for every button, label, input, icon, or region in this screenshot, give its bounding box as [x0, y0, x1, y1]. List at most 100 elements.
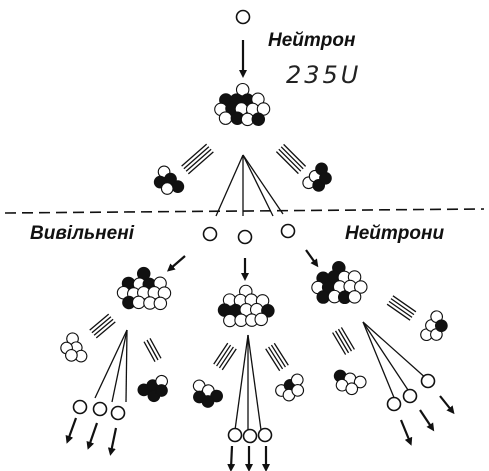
motion-line — [183, 146, 210, 170]
arrow — [166, 255, 186, 272]
fan-line — [247, 334, 262, 431]
neutron-particle — [131, 295, 146, 310]
neutron — [280, 223, 296, 239]
motion-line — [218, 346, 234, 369]
motion-line — [332, 332, 347, 355]
motion-line — [390, 298, 415, 316]
motion-line — [216, 344, 232, 367]
motion-line — [95, 321, 116, 339]
proton — [319, 171, 332, 185]
neutron-particle — [291, 384, 305, 397]
neutron — [110, 405, 126, 421]
neutron — [202, 226, 218, 242]
fan-line — [362, 321, 429, 381]
neutron-particle — [218, 111, 233, 125]
arrow — [107, 427, 118, 456]
motion-line — [143, 341, 156, 362]
motion-line — [93, 318, 114, 336]
motion-line — [185, 148, 212, 172]
fragment — [192, 379, 223, 408]
neutrons-label: Нейтрони — [345, 223, 445, 244]
motion-line — [181, 143, 208, 167]
motion-line — [213, 342, 229, 365]
motion-line — [270, 344, 286, 368]
fan-line — [362, 321, 396, 401]
neutron — [92, 401, 108, 417]
fragment — [420, 310, 448, 342]
motion-line — [283, 143, 307, 167]
proton — [201, 395, 215, 408]
motion-line — [265, 348, 281, 372]
fan-line — [242, 154, 284, 215]
proton — [171, 180, 185, 193]
motion-line — [280, 146, 304, 170]
motion-line — [91, 316, 112, 334]
motion-line — [146, 339, 159, 361]
fan-line — [94, 329, 128, 399]
neutron-particle — [353, 375, 367, 389]
fragment — [60, 332, 88, 363]
arrow — [305, 249, 319, 268]
neutron — [227, 427, 243, 443]
neutron — [72, 399, 88, 415]
motion-line — [386, 303, 411, 321]
motion-line — [334, 330, 350, 354]
motion-line — [337, 328, 353, 352]
arrow — [227, 445, 236, 471]
fragment — [302, 162, 332, 192]
motion-line — [273, 342, 289, 366]
arrow — [419, 409, 435, 432]
released-label: Вивільнені — [30, 223, 134, 244]
fan-line — [125, 329, 128, 403]
neutron — [235, 9, 251, 25]
neutron-particle — [347, 290, 362, 304]
neutron — [242, 428, 258, 444]
isotope-label: 235U — [286, 61, 362, 89]
fan-line — [242, 154, 274, 217]
nucleus — [217, 284, 275, 328]
neutron — [402, 388, 418, 404]
neutron-particle — [254, 312, 268, 327]
arrow — [86, 422, 99, 450]
proton — [316, 290, 330, 304]
motion-line — [187, 151, 214, 175]
arrow — [65, 417, 78, 444]
neutron — [257, 427, 273, 443]
neutron-particle — [65, 348, 78, 362]
motion-line — [278, 148, 302, 172]
neutron-particle — [160, 182, 174, 195]
motion-line — [388, 300, 413, 318]
fan-line — [111, 329, 128, 403]
arrow — [399, 419, 413, 446]
fan-line — [215, 154, 244, 217]
nucleus — [311, 261, 368, 305]
proton — [155, 384, 168, 397]
neutron — [386, 396, 402, 412]
motion-line — [275, 151, 299, 175]
motion-line — [149, 338, 162, 359]
fragment — [333, 369, 367, 396]
neutron — [237, 229, 253, 245]
fragment — [275, 373, 305, 402]
nucleus — [116, 266, 172, 311]
neutron-label: Нейтрон — [268, 30, 356, 51]
fan-line — [362, 321, 413, 397]
separator-line — [4, 208, 485, 214]
motion-line — [221, 348, 237, 371]
arrow — [439, 395, 455, 415]
motion-line — [340, 327, 355, 350]
fragment — [137, 374, 168, 403]
fan-line — [234, 334, 249, 431]
proton — [251, 112, 266, 127]
proton — [434, 319, 448, 333]
neutron-particle — [354, 280, 368, 294]
motion-line — [89, 313, 110, 331]
fragment — [153, 165, 185, 195]
neutron-particle — [223, 313, 237, 328]
motion-line — [392, 295, 417, 313]
nucleus — [214, 82, 271, 127]
neutron-particle — [345, 382, 359, 396]
neutron — [420, 373, 436, 389]
